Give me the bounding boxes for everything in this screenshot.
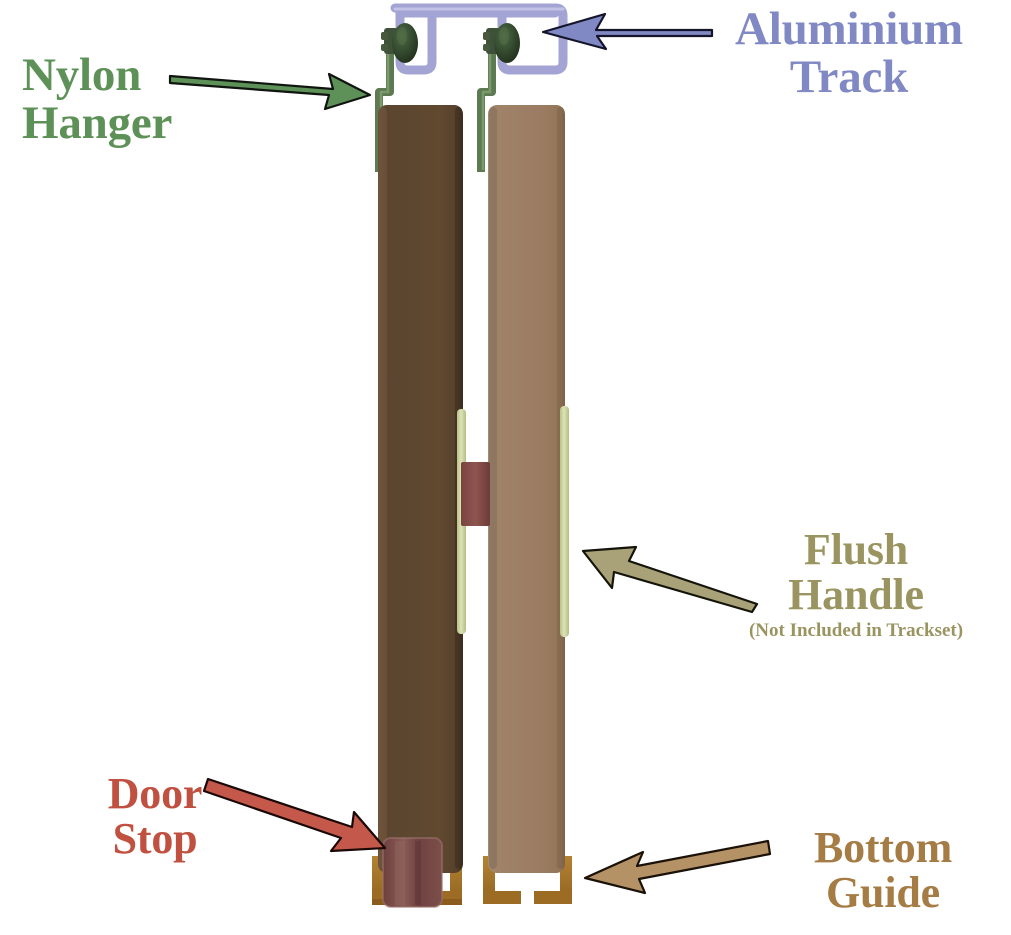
label-nylon-hanger: Nylon Hanger (22, 49, 173, 149)
arrow-door-stop (202, 777, 387, 853)
bottom-guide-part (483, 856, 572, 904)
flush-handle-part (560, 406, 569, 637)
label-flush-handle: Flush Handle(Not Included in Trackset) (711, 525, 1001, 642)
label-aluminium-track: Aluminium Track (734, 3, 964, 103)
left-door-panel (378, 105, 463, 873)
label-bottom-guide: Bottom Guide (813, 823, 953, 917)
label-door-stop: Door Stop (107, 769, 203, 863)
arrow-bottom-guide (583, 839, 772, 895)
door-stop-part (382, 837, 443, 908)
label-flush-handle-main: Flush Handle (788, 525, 924, 619)
door-stop-bumper (461, 462, 490, 526)
arrow-aluminium-track (541, 12, 714, 51)
right-door-panel (488, 105, 565, 873)
nylon-hanger-part-right (477, 23, 520, 172)
aluminium-track-part (390, 3, 568, 75)
label-flush-handle-note: (Not Included in Trackset) (748, 619, 964, 641)
arrow-flush-handle (581, 545, 759, 614)
arrow-nylon-hanger (168, 72, 372, 111)
